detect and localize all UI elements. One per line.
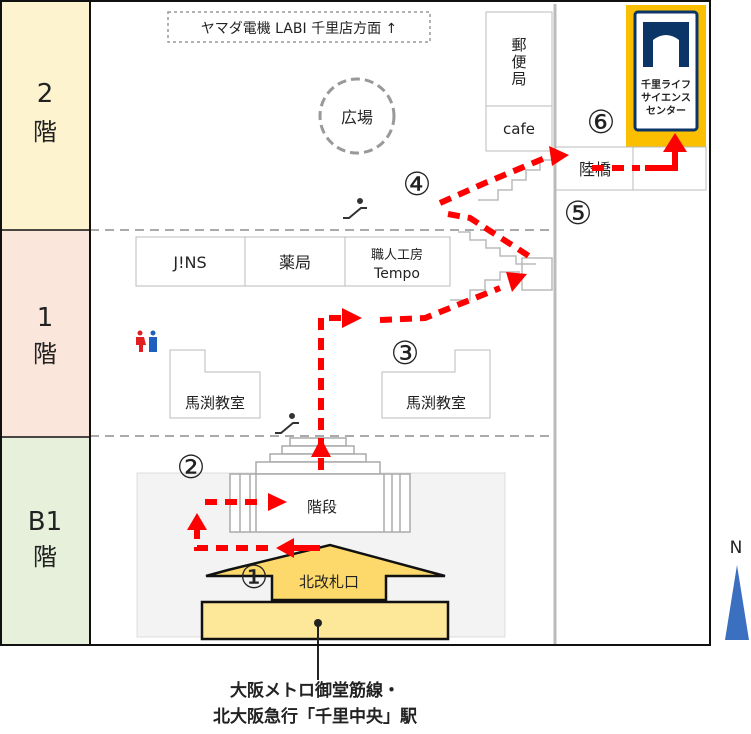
- shop-label: Tempo: [373, 266, 420, 282]
- escalator-icon: [275, 413, 299, 434]
- restroom-icon: [136, 330, 157, 352]
- plaza-label: 広場: [341, 108, 373, 127]
- route-arrowhead: [506, 272, 527, 292]
- route-arrowhead: [276, 538, 294, 558]
- step-markers: ① ② ③ ④ ⑤ ⑥: [177, 103, 616, 596]
- station-platform: [200, 600, 450, 641]
- floor-2-kanji: 階: [33, 118, 57, 146]
- escalator-icon: [343, 198, 367, 219]
- science-center-label: 千里ライフ: [641, 78, 691, 91]
- route-arrowhead: [342, 308, 362, 328]
- step-1-marker: ①: [240, 558, 269, 596]
- shop-label: J!NS: [172, 253, 206, 272]
- school-label: 馬渕教室: [185, 394, 245, 412]
- post-office-label: 便: [511, 53, 526, 71]
- school-right: [381, 349, 491, 419]
- floor-band-2f: [1, 1, 90, 230]
- north-label: N: [730, 538, 743, 558]
- north-gate: [205, 543, 446, 602]
- route-arrowheads: [187, 133, 687, 558]
- floor-band-1f: [1, 230, 90, 437]
- floor-b1-number: B1: [28, 507, 62, 537]
- shop-label: 職人工房: [371, 247, 423, 263]
- north-arrow-icon: [725, 565, 749, 640]
- route: [194, 155, 640, 551]
- route-arrow-shaft: [645, 150, 678, 171]
- school-label: 馬渕教室: [406, 394, 466, 412]
- route-segment-4: [438, 155, 547, 206]
- route-arrowhead: [268, 493, 287, 511]
- route-arrow-shaft: [290, 545, 320, 551]
- shop-jins: [135, 236, 246, 287]
- station-caption-line2: 北大阪急行「千里中央」駅: [213, 707, 417, 727]
- route-arrowhead: [187, 513, 207, 530]
- post-office-label: 局: [511, 70, 526, 88]
- route-segment-5: [447, 211, 534, 261]
- shop-label: 薬局: [279, 253, 311, 272]
- stairs-label: 階段: [307, 498, 337, 516]
- shop-pharmacy: [244, 236, 346, 287]
- map-frame: [0, 0, 711, 646]
- cafe: [485, 105, 553, 152]
- floor-1-number: 1: [37, 303, 54, 333]
- route-arrowhead: [311, 438, 331, 457]
- floor-1-kanji: 階: [33, 340, 57, 368]
- floor-b1-kanji: 階: [33, 543, 57, 571]
- step-3-marker: ③: [391, 334, 420, 372]
- route-segment-3b: [379, 285, 502, 323]
- step-6-marker: ⑥: [587, 103, 616, 141]
- station-caption-line1: 大阪メトロ御堂筋線・: [230, 681, 400, 701]
- route-segment-3a: [318, 315, 342, 470]
- direction-sign: [167, 11, 431, 43]
- step-4-marker: ④: [403, 165, 432, 203]
- post-office-label: 郵: [511, 36, 526, 54]
- route-segment-1: [194, 528, 268, 551]
- north-gate-label: 北改札口: [299, 573, 359, 591]
- science-center-logo: [643, 22, 689, 67]
- step-2-marker: ②: [177, 448, 206, 486]
- plaza: [318, 77, 396, 155]
- school-left: [169, 349, 261, 419]
- science-center-label: サイエンス: [641, 92, 691, 104]
- post-office: [485, 11, 553, 107]
- cafe-label: cafe: [503, 120, 535, 138]
- step-5-marker: ⑤: [564, 194, 593, 232]
- route-arrowhead: [549, 146, 569, 166]
- route-arrowhead: [663, 133, 687, 152]
- shop-tempo: [344, 236, 451, 287]
- floor-band-b1: [1, 437, 90, 644]
- science-center-label: センター: [646, 105, 686, 117]
- direction-sign-text: ヤマダ電機 LABI 千里店方面 ↑: [201, 21, 398, 37]
- floor-2-number: 2: [37, 79, 54, 109]
